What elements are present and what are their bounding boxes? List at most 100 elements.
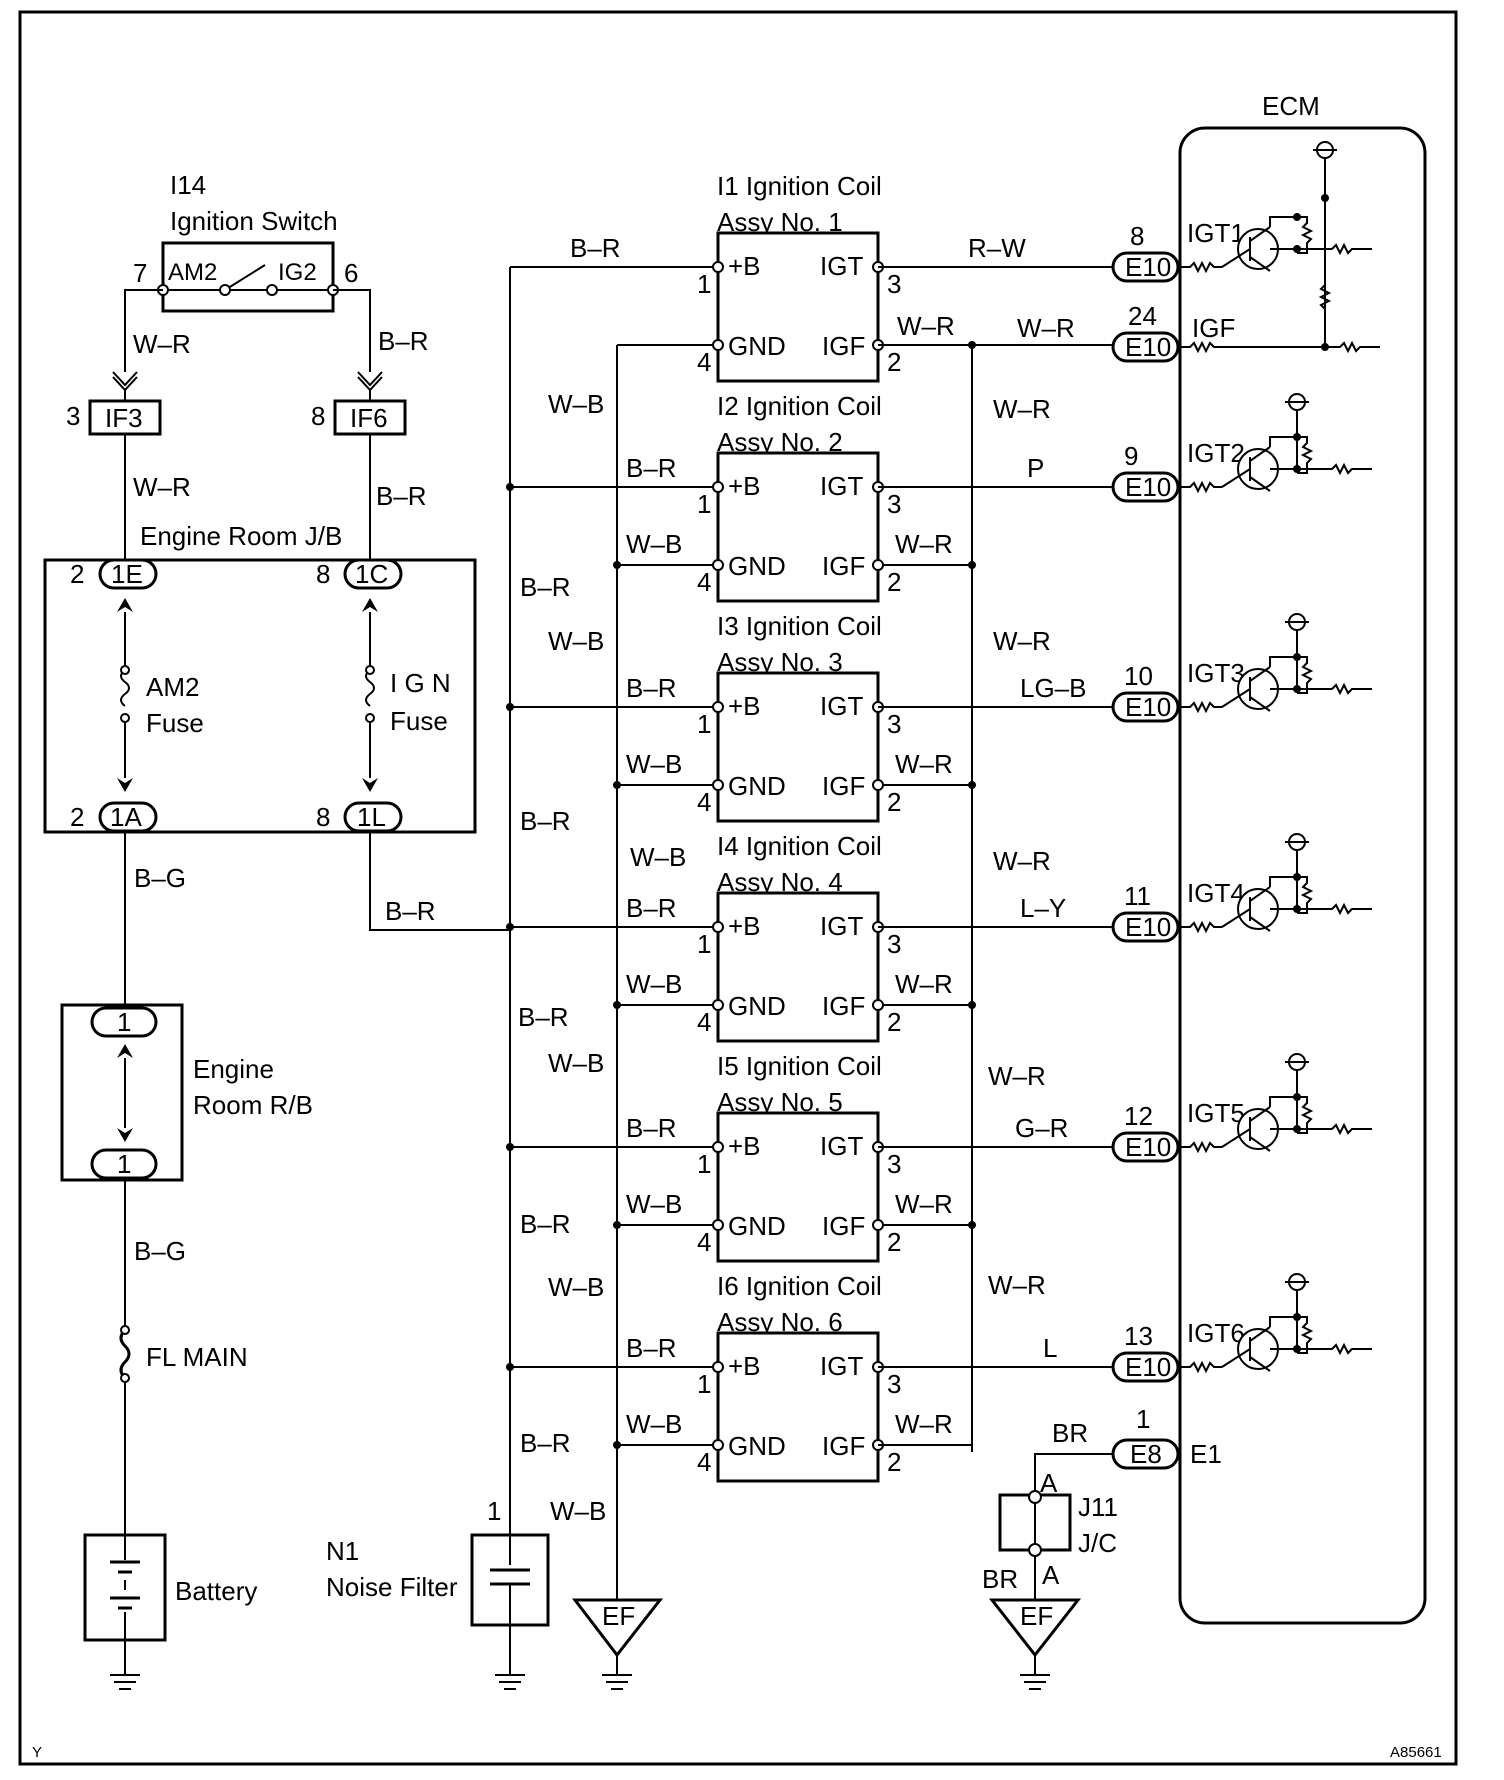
coil-title: I1 Ignition Coil xyxy=(717,171,882,201)
coil-pin-igf xyxy=(872,559,884,571)
coil-pin-plusb xyxy=(712,481,724,493)
coil-pin-1: 1 xyxy=(697,269,711,299)
ecm-igf-label: IGF xyxy=(1192,313,1235,343)
wire-e8-to-jc xyxy=(1034,1453,1113,1495)
ground-triangle xyxy=(571,1598,664,1658)
nf-name: Noise Filter xyxy=(326,1572,458,1602)
coil-pin-2: 2 xyxy=(887,1227,901,1257)
wire-label-igt: R–W xyxy=(968,233,1026,263)
resistor-icon xyxy=(1297,462,1372,476)
coil-pin-4: 4 xyxy=(697,1007,711,1037)
battery: Battery xyxy=(83,1533,257,1642)
transistor-collector-wire xyxy=(1269,656,1297,667)
coil-pin-1: 1 xyxy=(697,929,711,959)
ecm-igt-label: IGT6 xyxy=(1187,1318,1245,1348)
transistor-collector xyxy=(1249,886,1271,902)
coil-pin-3: 3 xyxy=(887,929,901,959)
coil-pin-plusb xyxy=(712,701,724,713)
jb-conn-1l-label: 1L xyxy=(357,802,386,832)
wire-jb-to-br-bus xyxy=(369,831,510,931)
ecm-igt-label: IGT5 xyxy=(1187,1098,1245,1128)
junction-dot xyxy=(968,1221,976,1229)
ecm-igt-label: IGT1 xyxy=(1187,218,1245,248)
ecm: ECM IGF 24 E10 E8 1 E1 xyxy=(1111,91,1427,1625)
junction-dot xyxy=(1321,194,1329,202)
coil-title: I6 Ignition Coil xyxy=(717,1271,882,1301)
ecm-e1-label: E1 xyxy=(1190,1439,1222,1469)
ignition-switch: I14 Ignition Switch AM2 IG2 7 6 xyxy=(133,170,358,313)
junction-dot xyxy=(506,483,514,491)
fuse-ign-end-bottom xyxy=(365,713,375,723)
coil-body xyxy=(716,671,880,823)
wire-label-br-bus: B–R xyxy=(520,806,571,836)
junction-dot xyxy=(968,561,976,569)
ecm-igt-pin: 8 xyxy=(1130,221,1144,251)
coil-terminal-igt: IGT xyxy=(820,1351,863,1381)
junction-dot xyxy=(968,1001,976,1009)
resistor-icon xyxy=(1325,340,1380,354)
wire-label-wr-bus: W–R xyxy=(993,846,1051,876)
plug-icon-if6 xyxy=(357,371,383,392)
switch-contact-a xyxy=(219,284,231,296)
corner-id: Y xyxy=(32,1744,42,1761)
ecm-igt-label: IGT2 xyxy=(1187,438,1245,468)
ecm-e10-label: E10 xyxy=(1125,1132,1171,1162)
coil-pin-gnd xyxy=(712,1439,724,1451)
connector-if3-pin: 3 xyxy=(66,401,80,431)
coil-terminal-igf: IGF xyxy=(822,331,865,361)
resistor-icon xyxy=(1178,1140,1222,1154)
coil-pin-1: 1 xyxy=(697,1149,711,1179)
junction-dot xyxy=(613,1221,621,1229)
ecm-box xyxy=(1178,126,1427,1625)
coil-title: I2 Ignition Coil xyxy=(717,391,882,421)
wire-label-wr-coil: W–R xyxy=(897,311,955,341)
coil-pin-3: 3 xyxy=(887,1149,901,1179)
coil-terminal-igf: IGF xyxy=(822,771,865,801)
resistor-icon xyxy=(1178,480,1222,494)
wire-label-igt: G–R xyxy=(1015,1113,1068,1143)
jc-name: J/C xyxy=(1078,1528,1117,1558)
jb-conn-1l-pin: 8 xyxy=(316,802,330,832)
coil-body xyxy=(716,451,880,603)
junction-dot xyxy=(1293,873,1301,881)
jb-title: Engine Room J/B xyxy=(140,521,342,551)
wire-label-br-1: B–R xyxy=(378,326,429,356)
nf-code: N1 xyxy=(326,1536,359,1566)
arrow-down-icon xyxy=(362,778,378,792)
fuse-icon-am2 xyxy=(120,669,130,707)
ef-ground-1: EF xyxy=(571,1598,664,1690)
transistor-emitter xyxy=(1249,696,1271,712)
ground-icon xyxy=(110,1640,140,1690)
nf-pin: 1 xyxy=(487,1496,501,1526)
ecm-igt-pin: 12 xyxy=(1124,1101,1153,1131)
engine-room-rb: 1 1 Engine Room R/B xyxy=(60,1003,313,1182)
resistor-icon xyxy=(1297,242,1372,256)
transistor-emitter xyxy=(1249,476,1271,492)
wire-label-wr-bus: W–R xyxy=(993,394,1051,424)
jb-conn-1c-label: 1C xyxy=(355,559,388,589)
coil-body xyxy=(716,1331,880,1483)
ecm-e10-label: E10 xyxy=(1125,472,1171,502)
wire-label-br-3: B–R xyxy=(385,896,436,926)
wire-label-igt: L–Y xyxy=(1020,893,1066,923)
fuse-am2-end-bottom xyxy=(120,713,130,723)
wire-label-br-coil: B–R xyxy=(626,673,677,703)
jc-a-top: A xyxy=(1040,1468,1058,1498)
ecm-igt-label: IGT3 xyxy=(1187,658,1245,688)
switch-contact-b xyxy=(266,284,278,296)
junction-dot xyxy=(506,1363,514,1371)
resistor-icon xyxy=(1297,682,1372,696)
transistor-base-wire xyxy=(1221,908,1251,928)
resistor-icon xyxy=(1297,902,1372,916)
coil-pin-4: 4 xyxy=(697,567,711,597)
transistor-base-wire xyxy=(1221,248,1251,268)
coil-pin-3: 3 xyxy=(887,269,901,299)
coil-terminal-gnd: GND xyxy=(728,551,786,581)
coil-terminal-gnd: GND xyxy=(728,1211,786,1241)
coil-terminal-plusb: +B xyxy=(728,1351,761,1381)
connector-if6-label: IF6 xyxy=(350,403,388,433)
jc-pin-top xyxy=(1028,1490,1042,1504)
resistor-icon xyxy=(1178,700,1222,714)
